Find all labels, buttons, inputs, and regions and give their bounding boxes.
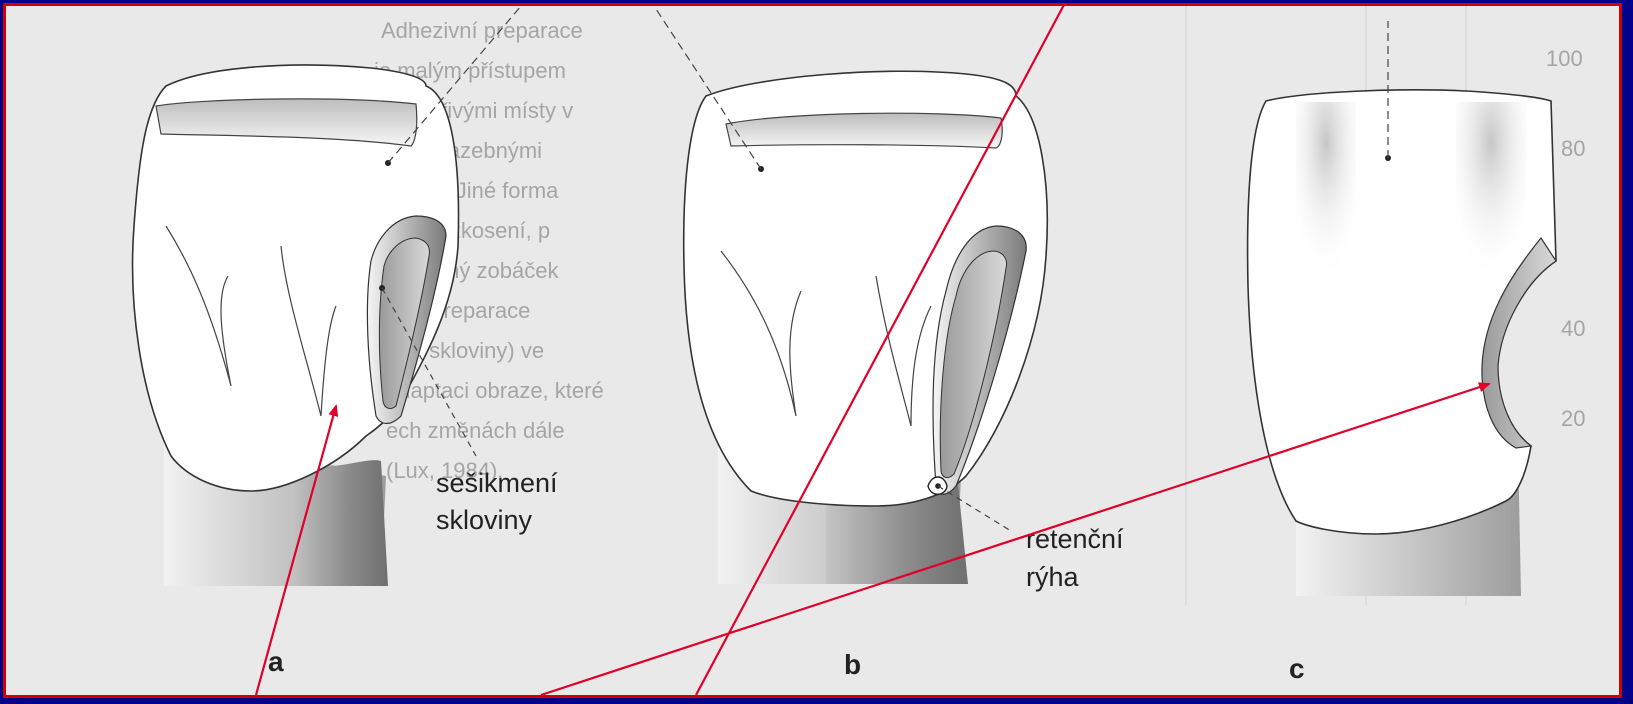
- tooth-c: [1248, 21, 1556, 596]
- tooth-a: [133, 6, 521, 586]
- label-panel-a: a: [268, 646, 284, 677]
- label-panel-b: b: [844, 649, 861, 680]
- tooth-a-gum: [291, 460, 388, 586]
- label-groove-line1: retenční: [1026, 524, 1124, 554]
- bg-axis-number: 40: [1561, 316, 1585, 341]
- bg-text-line: Adhezivní preparace: [381, 18, 583, 43]
- tooth-b: [654, 6, 1047, 584]
- tooth-diagram: Adhezivní preparace je malým přístupem p…: [6, 6, 1619, 695]
- tooth-c-streak-left: [1296, 102, 1356, 302]
- diagram-frame: Adhezivní preparace je malým přístupem p…: [3, 3, 1622, 698]
- label-groove-line2: rýha: [1026, 562, 1080, 592]
- label-panel-c: c: [1289, 653, 1305, 684]
- label-bevel-line1: sešikmení: [436, 468, 558, 498]
- label-bevel-line2: skloviny: [436, 505, 533, 535]
- bg-text-line: adaptaci obraze, které: [386, 378, 604, 403]
- bg-axis-number: 100: [1546, 46, 1583, 71]
- bg-axis-number: 80: [1561, 136, 1585, 161]
- bg-text-line: ech změnách dále: [386, 418, 565, 443]
- bg-axis-number: 20: [1561, 406, 1585, 431]
- tooth-b-incisal-shade: [726, 113, 1002, 148]
